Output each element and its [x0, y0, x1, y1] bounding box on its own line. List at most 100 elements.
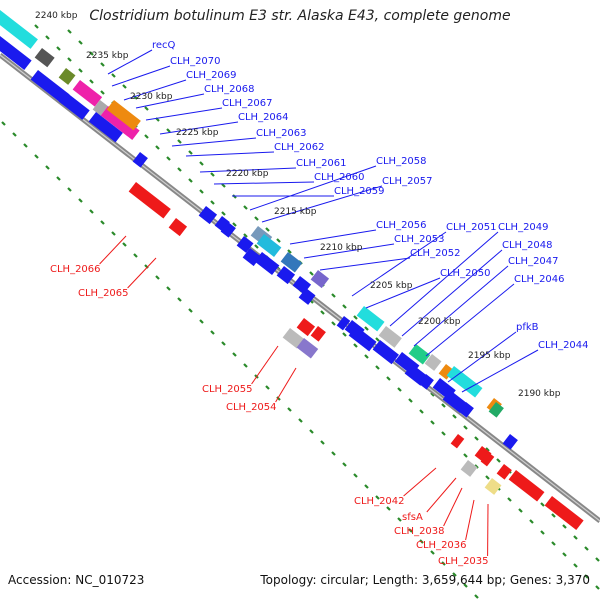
- guide-dot-2: [408, 528, 413, 533]
- guide-dot-1: [562, 552, 567, 557]
- guide-dot-2: [155, 275, 160, 280]
- reverse-gene-label: CLH_2054: [226, 402, 277, 413]
- guide-dot-1: [67, 57, 72, 62]
- feature-fwd: [348, 326, 377, 352]
- reverse-gene-label: CLH_2065: [78, 288, 129, 299]
- feature-fwd: [298, 287, 316, 305]
- forward-leader: [171, 137, 257, 147]
- guide-dot-1: [166, 156, 171, 161]
- guide-dot-2: [23, 143, 28, 148]
- reverse-leader: [465, 499, 475, 541]
- guide-dot-1: [463, 453, 468, 458]
- guide-dot-1: [584, 574, 589, 579]
- feature-fwd: [336, 315, 351, 331]
- guide-dot-0: [287, 249, 292, 254]
- gene-labels: recQCLH_2070CLH_2069CLH_2068CLH_2067CLH_…: [50, 40, 589, 567]
- feature-fwd: [254, 252, 280, 275]
- guide-dot-2: [474, 594, 479, 599]
- guide-dot-2: [320, 440, 325, 445]
- guide-dot-2: [375, 495, 380, 500]
- forward-leader: [249, 165, 377, 211]
- guide-dot-1: [397, 387, 402, 392]
- forward-leader: [365, 277, 441, 309]
- guide-dot-0: [375, 337, 380, 342]
- feature-green: [488, 401, 504, 418]
- feature-fwd: [372, 340, 399, 365]
- feature-pale: [484, 478, 502, 495]
- guide-dot-0: [177, 139, 182, 144]
- guide-dot-0: [166, 128, 171, 133]
- guide-dot-2: [331, 451, 336, 456]
- guide-dot-1: [573, 563, 578, 568]
- guide-dot-0: [265, 227, 270, 232]
- guide-dot-2: [166, 286, 171, 291]
- guide-dot-1: [485, 475, 490, 480]
- feature-purple: [296, 338, 319, 359]
- guide-dot-1: [56, 46, 61, 51]
- guide-dot-2: [364, 484, 369, 489]
- forward-gene-label: CLH_2060: [314, 172, 365, 183]
- guide-dot-2: [397, 517, 402, 522]
- reverse-leader: [426, 477, 457, 513]
- guide-dot-1: [254, 244, 259, 249]
- guide-dot-2: [265, 385, 270, 390]
- guide-dot-1: [210, 200, 215, 205]
- guide-dot-2: [243, 363, 248, 368]
- guide-dot-0: [474, 436, 479, 441]
- topology-summary: Topology: circular; Length: 3,659,644 bp…: [260, 573, 590, 587]
- reverse-leader: [403, 467, 437, 497]
- guide-dot-2: [342, 462, 347, 467]
- guide-dot-2: [1, 121, 6, 126]
- guide-dot-1: [243, 233, 248, 238]
- guide-dot-0: [100, 62, 105, 67]
- guide-dot-0: [463, 425, 468, 430]
- guide-dot-2: [353, 473, 358, 478]
- guide-dot-2: [221, 341, 226, 346]
- guide-dot-1: [551, 541, 556, 546]
- feature-fwd: [30, 70, 70, 104]
- forward-gene-label: CLH_2047: [508, 256, 559, 267]
- guide-dot-2: [89, 209, 94, 214]
- guide-dot-0: [276, 238, 281, 243]
- forward-gene-label: CLH_2062: [274, 142, 325, 153]
- guide-dot-0: [221, 183, 226, 188]
- tick-label: 2200 kbp: [418, 317, 461, 327]
- feature-orange: [438, 363, 454, 380]
- guide-dot-1: [100, 90, 105, 95]
- guide-dot-1: [188, 178, 193, 183]
- forward-leader: [447, 331, 517, 383]
- forward-gene-label: CLH_2068: [204, 84, 255, 95]
- guide-dot-1: [353, 343, 358, 348]
- guide-dot-0: [562, 524, 567, 529]
- tick-label: 2225 kbp: [176, 128, 219, 138]
- feature-grey: [424, 354, 442, 371]
- feature-fwd: [214, 215, 230, 232]
- guide-dot-1: [232, 222, 237, 227]
- feature-fwd: [0, 36, 32, 70]
- guide-dot-0: [441, 403, 446, 408]
- feature-grey: [34, 48, 55, 68]
- guide-dot-2: [67, 187, 72, 192]
- feature-rev: [310, 326, 326, 342]
- feature-blue: [280, 251, 303, 273]
- feature-rev: [508, 470, 545, 502]
- feature-fwd: [458, 401, 474, 418]
- tick-label: 2235 kbp: [86, 51, 129, 61]
- forward-gene-label: CLH_2050: [440, 268, 491, 279]
- reverse-leader: [251, 345, 279, 385]
- tick-label: 2240 kbp: [35, 11, 78, 21]
- guide-dot-1: [540, 530, 545, 535]
- forward-gene-label: CLH_2069: [186, 70, 237, 81]
- forward-leader: [425, 283, 515, 357]
- feature-magenta: [100, 106, 140, 140]
- reverse-leader: [127, 257, 157, 289]
- guide-dot-2: [287, 407, 292, 412]
- guide-dot-1: [386, 376, 391, 381]
- feature-grey: [378, 326, 402, 348]
- forward-leader: [401, 249, 503, 337]
- forward-leader: [107, 49, 153, 75]
- guide-dot-0: [309, 271, 314, 276]
- forward-gene-label: CLH_2052: [410, 248, 461, 259]
- reverse-leader: [275, 367, 297, 403]
- guide-dot-1: [441, 431, 446, 436]
